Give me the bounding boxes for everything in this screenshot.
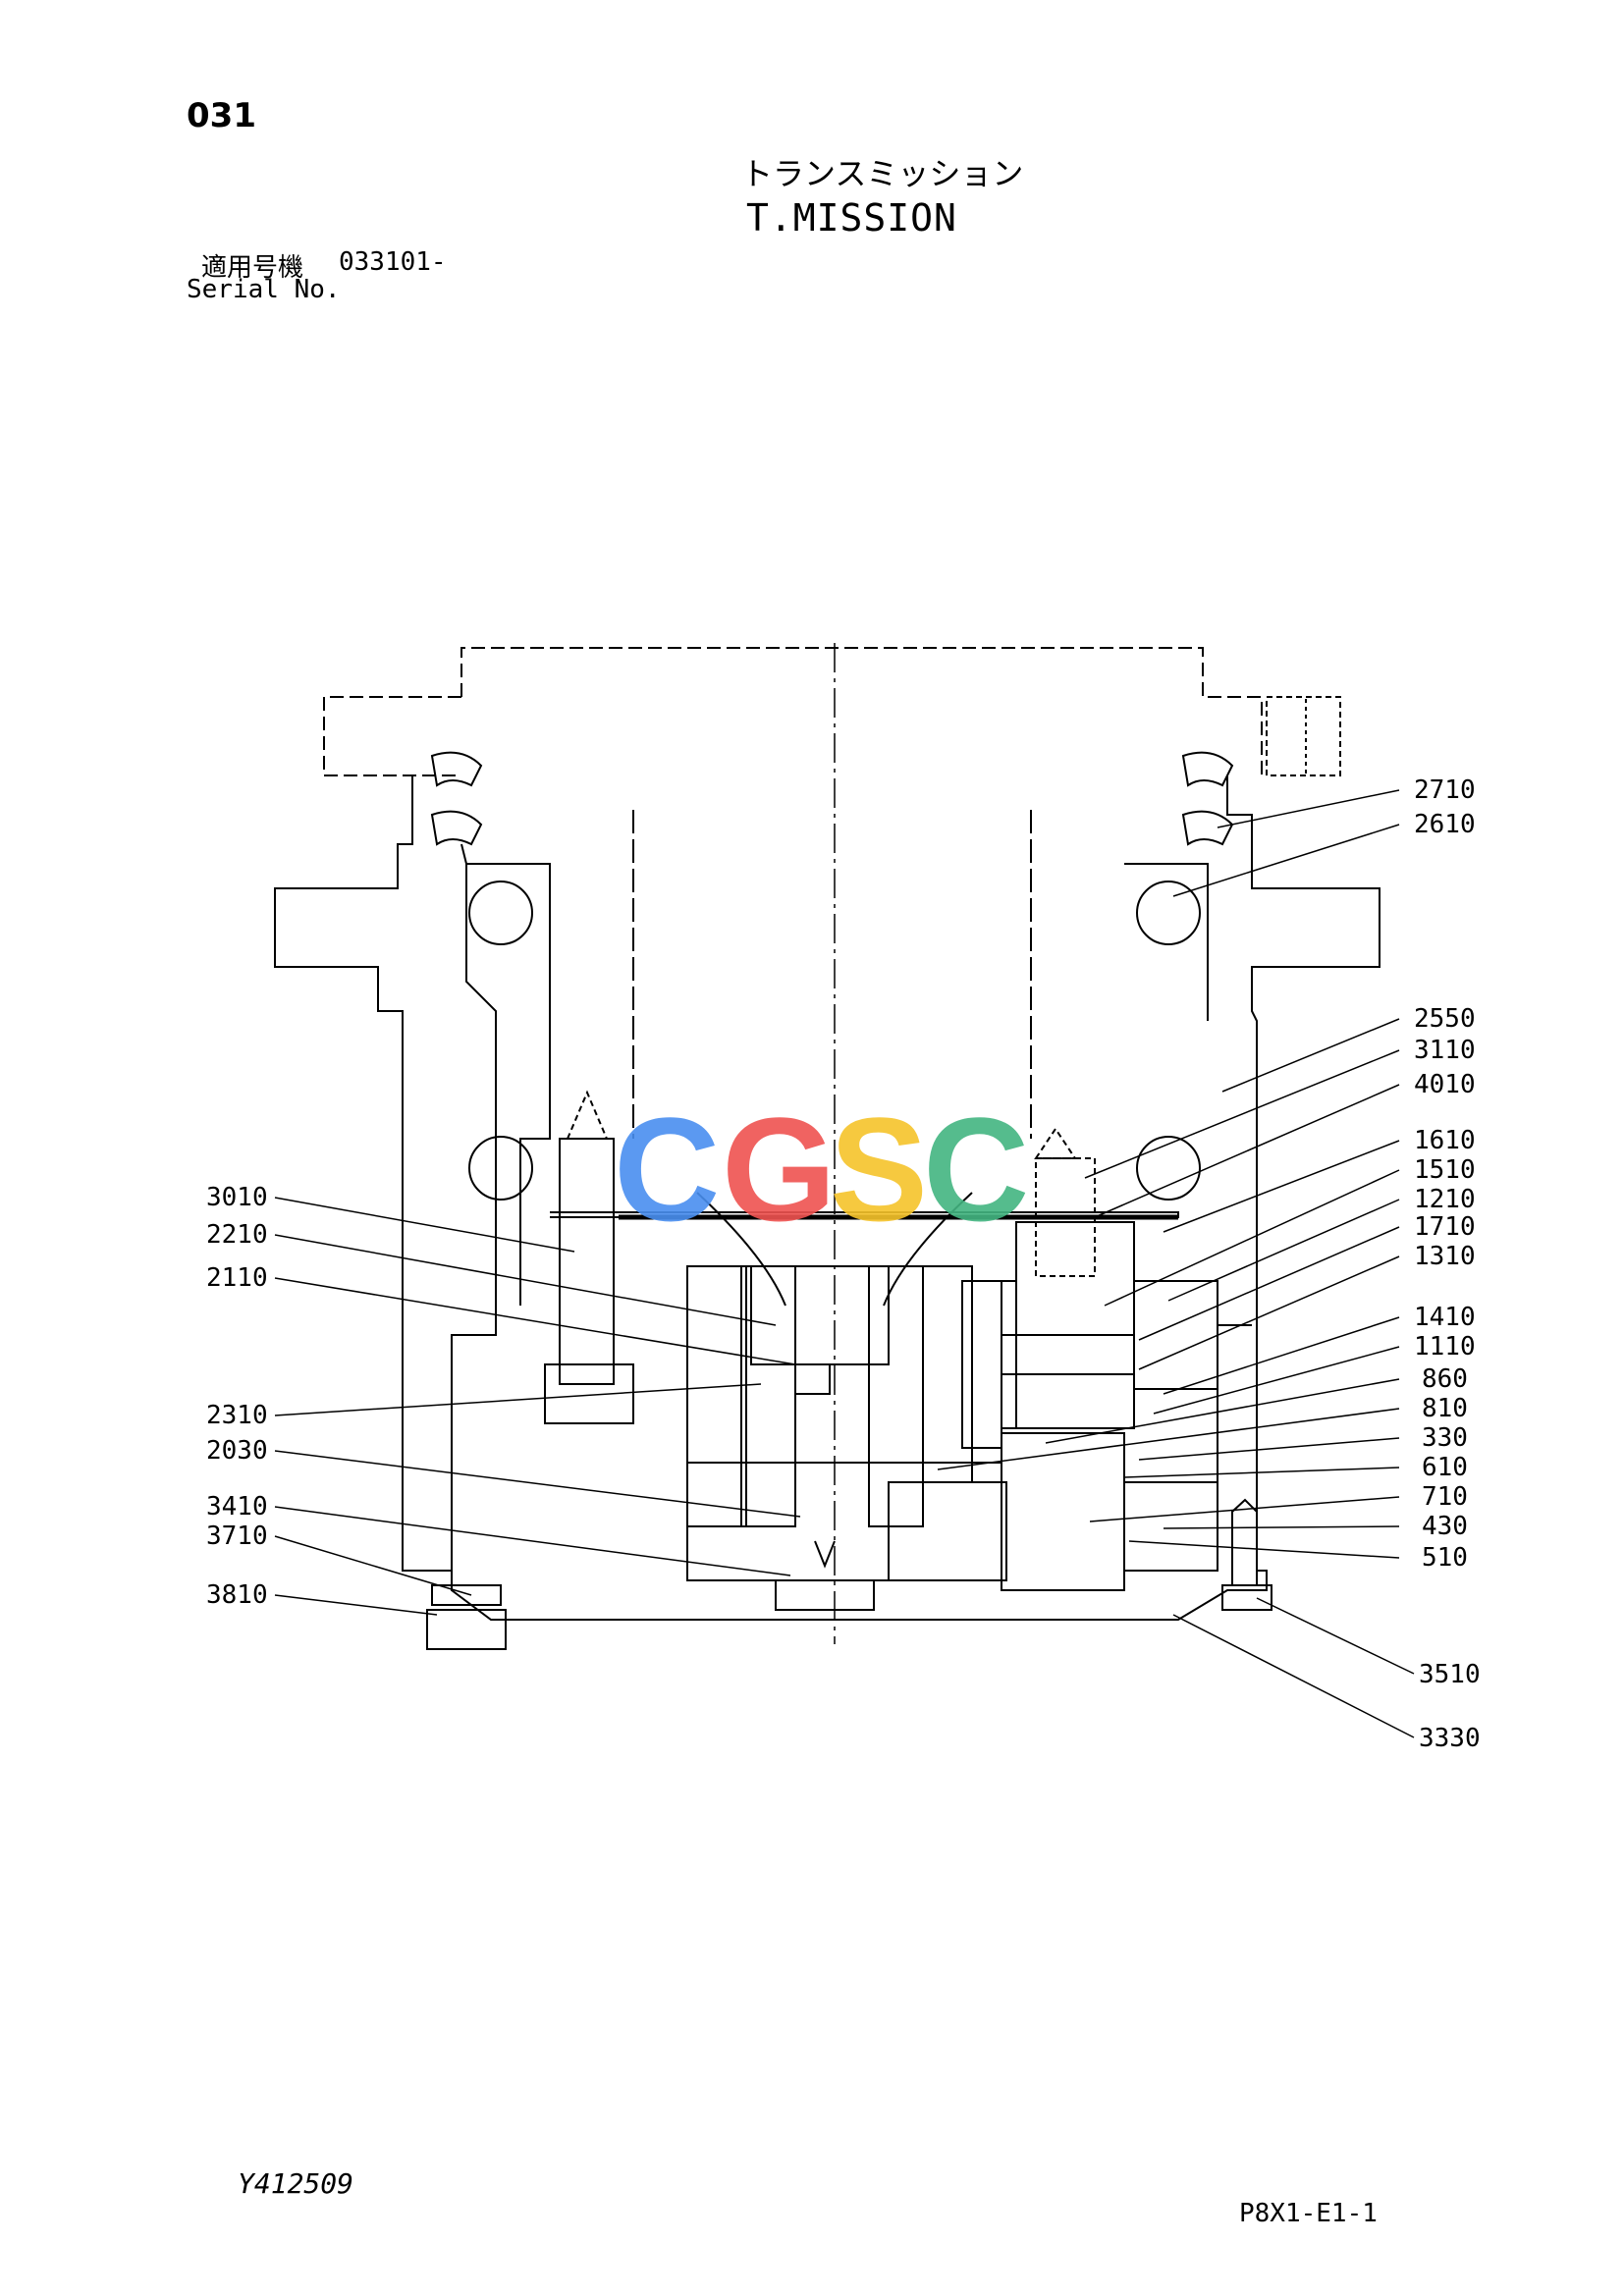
watermark-letter-c2: C xyxy=(923,1087,1030,1252)
callout-1210: 1210 xyxy=(1414,1185,1476,1214)
watermark-letter-c: C xyxy=(614,1087,721,1252)
watermark-letter-s: S xyxy=(830,1087,929,1252)
callout-860: 860 xyxy=(1422,1364,1468,1394)
callout-3110: 3110 xyxy=(1414,1036,1476,1065)
callout-810: 810 xyxy=(1422,1394,1468,1423)
callout-2110: 2110 xyxy=(206,1263,268,1293)
callout-3710: 3710 xyxy=(206,1522,268,1551)
callout-510: 510 xyxy=(1422,1543,1468,1573)
callout-3330: 3330 xyxy=(1419,1724,1481,1753)
callout-430: 430 xyxy=(1422,1512,1468,1541)
callout-2550: 2550 xyxy=(1414,1004,1476,1034)
callout-3810: 3810 xyxy=(206,1580,268,1610)
callout-2030: 2030 xyxy=(206,1436,268,1466)
callout-2210: 2210 xyxy=(206,1220,268,1250)
page-number: 031 xyxy=(187,96,256,135)
sheet-number: P8X1-E1-1 xyxy=(1239,2199,1378,2228)
title-japanese: トランスミッション xyxy=(741,155,1024,192)
callout-2310: 2310 xyxy=(206,1401,268,1430)
callout-4010: 4010 xyxy=(1414,1070,1476,1099)
callout-1410: 1410 xyxy=(1414,1303,1476,1332)
watermark-letter-g: G xyxy=(722,1087,837,1252)
callout-1710: 1710 xyxy=(1414,1212,1476,1242)
callout-610: 610 xyxy=(1422,1453,1468,1482)
callout-2610: 2610 xyxy=(1414,810,1476,839)
callout-1110: 1110 xyxy=(1414,1332,1476,1362)
callout-330: 330 xyxy=(1422,1423,1468,1453)
callout-1610: 1610 xyxy=(1414,1126,1476,1155)
callout-2710: 2710 xyxy=(1414,775,1476,805)
title-english: T.MISSION xyxy=(746,196,957,240)
serial-label-japanese: 適用号機 xyxy=(201,253,304,283)
serial-label-english: Serial No. xyxy=(187,275,341,304)
callout-3510: 3510 xyxy=(1419,1660,1481,1689)
callout-3010: 3010 xyxy=(206,1183,268,1212)
serial-value: 033101- xyxy=(339,247,447,277)
callout-1510: 1510 xyxy=(1414,1155,1476,1185)
callout-710: 710 xyxy=(1422,1482,1468,1512)
drawing-number: Y412509 xyxy=(238,2167,354,2200)
callout-3410: 3410 xyxy=(206,1492,268,1522)
callout-1310: 1310 xyxy=(1414,1242,1476,1271)
